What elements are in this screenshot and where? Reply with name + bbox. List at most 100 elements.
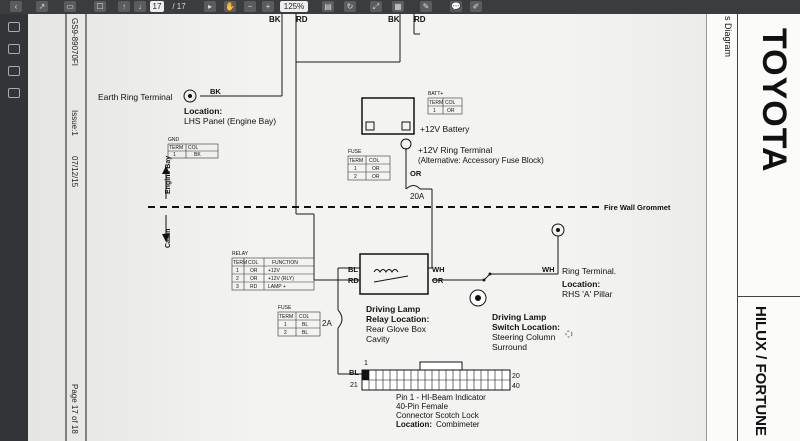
- wiring-diagram: BK RD BK RD Earth Ring Terminal BK Locat…: [65, 14, 671, 441]
- hand-tool-icon[interactable]: ✋: [224, 1, 236, 12]
- zoom-out-icon[interactable]: −: [244, 1, 256, 12]
- print-icon[interactable]: ▭: [64, 1, 76, 12]
- page-down-icon[interactable]: ↓: [134, 1, 146, 12]
- zoom-select[interactable]: 125%: [280, 1, 308, 12]
- relay-label-3: Rear Glove Box: [366, 324, 427, 334]
- svg-text:TERM: TERM: [169, 145, 183, 151]
- svg-text:2: 2: [284, 330, 287, 336]
- fit-page-icon[interactable]: ▤: [322, 1, 334, 12]
- rhs-ring-label: Ring Terminal.: [562, 266, 616, 276]
- ring-terminal-wire: OR: [410, 169, 422, 178]
- svg-text:TERM: TERM: [349, 158, 363, 164]
- diagram-label: s Diagram: [723, 16, 733, 58]
- toyota-logo: TOYOTA: [755, 28, 793, 173]
- dual-page-icon[interactable]: ▦: [392, 1, 404, 12]
- bookmark-icon[interactable]: ☐: [94, 1, 106, 12]
- svg-text:COL: COL: [445, 100, 456, 106]
- wire-rd-right: RD: [414, 15, 426, 24]
- svg-text:OR: OR: [372, 174, 380, 180]
- battery-icon: [361, 97, 415, 135]
- svg-text:OR: OR: [250, 268, 258, 274]
- connector-location-text: Combimeter: [436, 420, 480, 429]
- svg-text:RELAY: RELAY: [232, 251, 249, 257]
- switch-label-2: Switch Location:: [492, 322, 560, 332]
- connector-pin-21: 21: [350, 382, 358, 389]
- connector-location-title: Location:: [396, 420, 432, 429]
- switch-label-3: Steering Column: [492, 332, 556, 342]
- engine-bay-label: Engine Bay: [165, 156, 172, 194]
- comment-icon[interactable]: 💬: [450, 1, 462, 12]
- svg-text:1: 1: [236, 268, 239, 274]
- share-icon[interactable]: ↗: [36, 1, 48, 12]
- title-block: s Diagram TOYOTA HILUX / FORTUNE: [706, 14, 800, 441]
- page-number-input[interactable]: 17: [150, 1, 164, 12]
- svg-text:TERM: TERM: [233, 260, 247, 266]
- svg-text:FUSE: FUSE: [278, 305, 292, 311]
- svg-text:FUSE: FUSE: [348, 149, 362, 155]
- relay-label-1: Driving Lamp: [366, 304, 420, 314]
- wire-rd-left: RD: [296, 15, 308, 24]
- svg-text:TERM: TERM: [279, 314, 293, 320]
- model-label: HILUX / FORTUNE: [752, 306, 769, 436]
- fuse-main-rating: 20A: [410, 192, 425, 201]
- svg-text:+12V (RLY): +12V (RLY): [268, 276, 294, 282]
- page-total: / 17: [172, 2, 186, 11]
- zoom-in-icon[interactable]: +: [262, 1, 274, 12]
- svg-text:COL: COL: [369, 158, 380, 164]
- earth-label: Earth Ring Terminal: [98, 92, 173, 102]
- svg-text:OR: OR: [447, 108, 455, 114]
- switch-label-1: Driving Lamp: [492, 312, 546, 322]
- svg-text:COL: COL: [188, 145, 199, 151]
- connector-line-1: Pin 1 - HI-Beam Indicator: [396, 393, 486, 402]
- svg-text:OR: OR: [250, 276, 258, 282]
- battery-label: +12V Battery: [420, 124, 470, 134]
- doc-page: Page 17 of 18: [70, 384, 79, 434]
- bookmarks-icon[interactable]: [8, 44, 20, 54]
- thumbnails-icon[interactable]: [8, 22, 20, 32]
- highlight-icon[interactable]: ✐: [470, 1, 482, 12]
- connector-pin-1: 1: [364, 360, 368, 367]
- rhs-ring-location-text: RHS 'A' Pillar: [562, 289, 613, 299]
- svg-text:GND: GND: [168, 137, 180, 143]
- svg-text:TERM: TERM: [429, 100, 443, 106]
- earth-wire: BK: [210, 87, 221, 96]
- loading-cursor-icon: [565, 330, 573, 338]
- back-icon[interactable]: ‹: [10, 1, 22, 12]
- connector-line-2: 40-Pin Female: [396, 402, 449, 411]
- cabin-label: Cabin: [165, 229, 172, 248]
- svg-text:BL: BL: [302, 322, 308, 328]
- svg-text:1: 1: [173, 152, 176, 158]
- svg-text:COL: COL: [299, 314, 310, 320]
- rhs-ring-wire: WH: [542, 265, 555, 274]
- switch-label-4: Surround: [492, 342, 527, 352]
- viewer-sidebar: [0, 14, 28, 441]
- svg-text:1: 1: [354, 166, 357, 172]
- page-up-icon[interactable]: ↑: [118, 1, 130, 12]
- svg-text:1: 1: [433, 108, 436, 114]
- fuse-small-rating: 2A: [322, 319, 332, 328]
- relay-pin-or: OR: [432, 276, 444, 285]
- connector-line-3: Connector Scotch Lock: [396, 411, 480, 420]
- fullscreen-icon[interactable]: ⤢: [370, 1, 382, 12]
- viewer-toolbar: ‹ ↗ ▭ ☐ ↑ ↓ 17 / 17 ▸ ✋ − + 125% ▤ ↻ ⤢ ▦…: [0, 0, 800, 15]
- svg-text:OR: OR: [372, 166, 380, 172]
- wire-bk-left: BK: [269, 15, 281, 24]
- document-page: BK RD BK RD Earth Ring Terminal BK Locat…: [28, 14, 800, 441]
- relay-pin-rd: RD: [348, 276, 359, 285]
- relay-pin-wh: WH: [432, 265, 445, 274]
- layers-icon[interactable]: [8, 88, 20, 98]
- svg-text:2: 2: [236, 276, 239, 282]
- relay-pin-bl: BL: [348, 265, 358, 274]
- relay-icon: [359, 253, 429, 295]
- svg-text:LAMP +: LAMP +: [268, 284, 286, 290]
- connector-pin-40: 40: [512, 383, 520, 390]
- select-icon[interactable]: ▸: [204, 1, 216, 12]
- doc-date: 07/12/15: [70, 156, 79, 188]
- rotate-icon[interactable]: ↻: [344, 1, 356, 12]
- attachments-icon[interactable]: [8, 66, 20, 76]
- svg-text:+12V: +12V: [268, 268, 280, 274]
- svg-text:2: 2: [354, 174, 357, 180]
- earth-location-title: Location:: [184, 106, 222, 116]
- sign-icon[interactable]: ✎: [420, 1, 432, 12]
